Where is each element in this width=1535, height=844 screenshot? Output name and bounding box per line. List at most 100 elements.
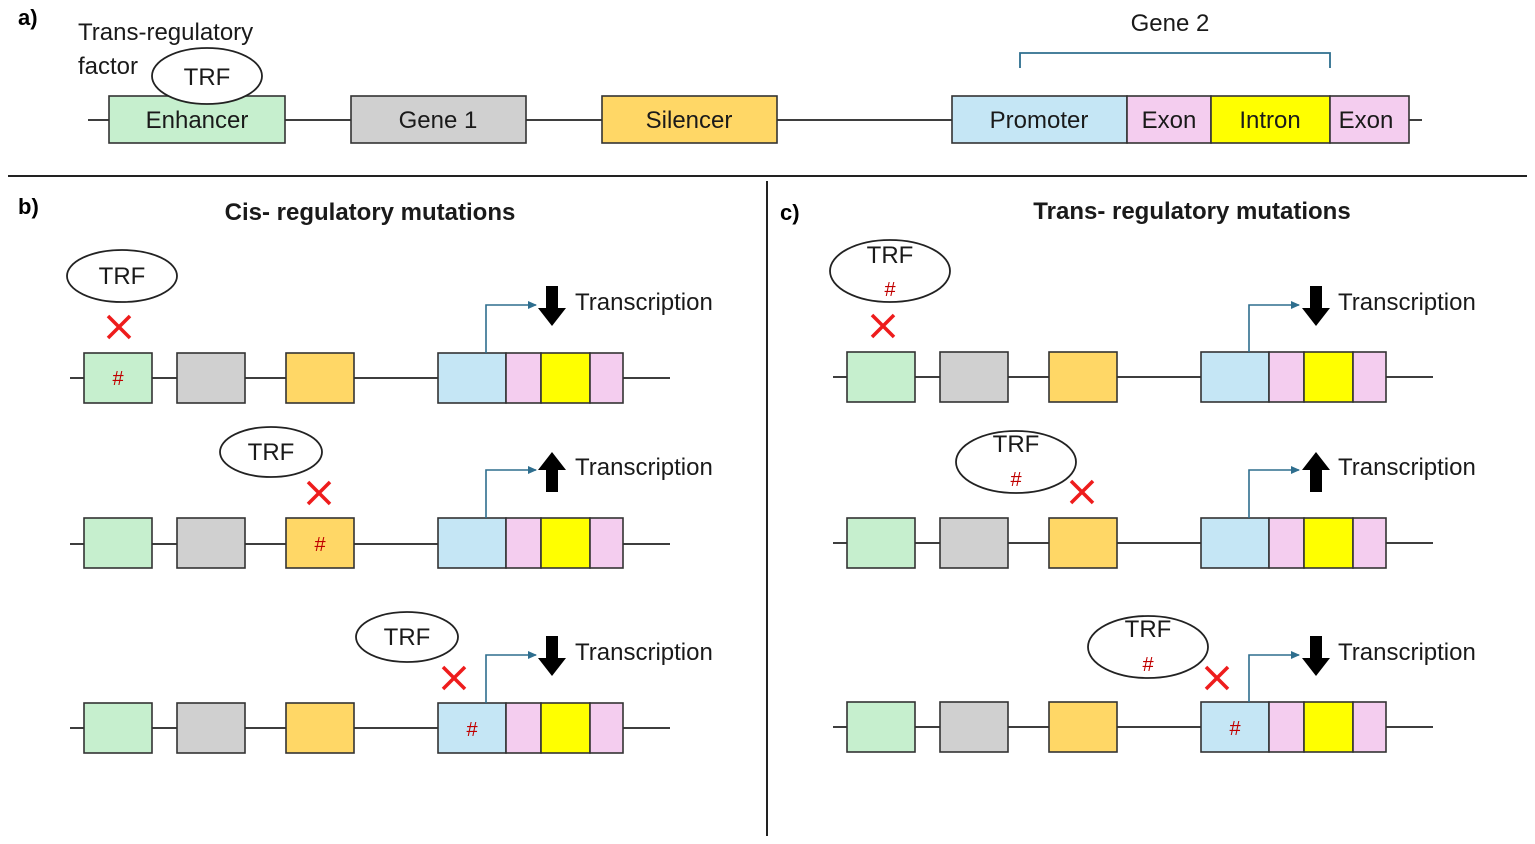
gene1-box [939,701,1009,753]
mutant-trf-ellipse [829,239,951,303]
trf-ellipse [151,47,263,105]
gene1-box [939,517,1009,569]
transcription-label: Transcription [575,454,713,481]
trf-mutation-mark: # [884,279,896,301]
transcription-label: Transcription [1338,639,1476,666]
binding-blocked-cross [441,665,467,691]
intron-box [1303,517,1354,569]
trf-ellipse [355,611,459,663]
binding-blocked-cross [106,314,132,340]
exon2-box [589,517,624,569]
gene1-label: Gene 1 [399,107,478,134]
silencer-box [1048,517,1118,569]
tss-arrow [1248,301,1300,352]
panel-a-letter: a) [18,5,38,30]
arrow-up-icon [1302,452,1330,492]
transcription-label: Transcription [575,289,713,316]
panel-b: b) Cis- regulatory mutations # TRF Trans… [18,194,713,754]
gene2-bracket [1019,52,1331,68]
trf-mutation-mark: # [1142,654,1154,676]
tss-arrow [485,651,537,703]
arrow-down-icon [1302,286,1330,326]
trans-row-enhancer: TRF # Transcription [829,239,1476,403]
arrow-up-icon [538,452,566,492]
enhancer-box [846,701,916,753]
promoter-box [437,702,507,754]
tss-arrow [1248,466,1300,518]
panel-b-title: Cis- regulatory mutations [225,199,516,226]
panel-a: a) Trans-regulatory factor Enhancer TRF … [18,5,1422,144]
mutant-trf-ellipse [955,430,1077,494]
promoter-box [1200,701,1270,753]
exon1-label: Exon [1142,107,1197,134]
intron-box [540,352,591,404]
exon1-box [505,517,542,569]
enhancer-box [83,352,153,404]
trf-label: TRF [384,624,431,651]
exon1-box [505,702,542,754]
exon2-box [589,702,624,754]
intron-box [1210,95,1331,144]
enhancer-label: Enhancer [146,107,249,134]
tss-arrow [485,301,537,353]
transcription-label: Transcription [1338,289,1476,316]
promoter-box [437,352,507,404]
trf-label: TRF [1125,616,1172,643]
silencer-box [285,702,355,754]
transcription-label: Transcription [575,639,713,666]
binding-blocked-cross [306,480,332,506]
gene2-label: Gene 2 [1131,10,1210,37]
trf-ellipse [219,426,323,478]
enhancer-box [846,351,916,403]
trf-label: TRF [993,431,1040,458]
exon2-box [1352,517,1387,569]
gene1-box [176,702,246,754]
promoter-box [1200,517,1270,569]
arrow-down-icon [538,286,566,326]
trf-mutation-mark: # [1010,469,1022,491]
promoter-label: Promoter [990,107,1089,134]
promoter-box [437,517,507,569]
exon1-box [505,352,542,404]
trf-ellipse [66,249,178,303]
panel-c-letter: c) [780,200,800,225]
intron-box [1303,701,1354,753]
silencer-box [1048,351,1118,403]
trf-caption-line1: Trans-regulatory [78,19,253,46]
arrow-down-icon [538,636,566,676]
intron-label: Intron [1239,107,1300,134]
promoter-box [951,95,1128,144]
trf-caption-line2: factor [78,53,138,80]
trf-label: TRF [99,263,146,290]
trans-row-silencer: TRF # Transcription [833,430,1476,569]
exon1-box [1268,351,1305,403]
panel-c: c) Trans- regulatory mutations TRF # Tra… [780,198,1476,753]
trf-label: TRF [184,64,231,91]
binding-blocked-cross [1069,479,1095,505]
trans-row-promoter: # TRF # Transcription [833,615,1476,753]
binding-blocked-cross [1204,665,1230,691]
enhancer-box [846,517,916,569]
enhancer-box [83,517,153,569]
gene1-box [176,352,246,404]
panel-c-title: Trans- regulatory mutations [1033,198,1350,225]
exon1-box [1268,701,1305,753]
gene1-box [176,517,246,569]
enhancer-box [83,702,153,754]
silencer-box [285,352,355,404]
tss-arrow [1248,651,1300,702]
panel-b-letter: b) [18,194,39,219]
exon1-box [1268,517,1305,569]
intron-box [540,517,591,569]
arrow-down-icon [1302,636,1330,676]
mutation-mark: # [1229,718,1241,740]
exon2-box [1352,351,1387,403]
trf-label: TRF [248,439,295,466]
mutant-trf-ellipse [1087,615,1209,679]
tss-arrow [485,466,537,518]
cis-row-enhancer: # TRF Transcription [66,249,713,404]
silencer-label: Silencer [646,107,733,134]
gene1-box [939,351,1009,403]
intron-box [1303,351,1354,403]
